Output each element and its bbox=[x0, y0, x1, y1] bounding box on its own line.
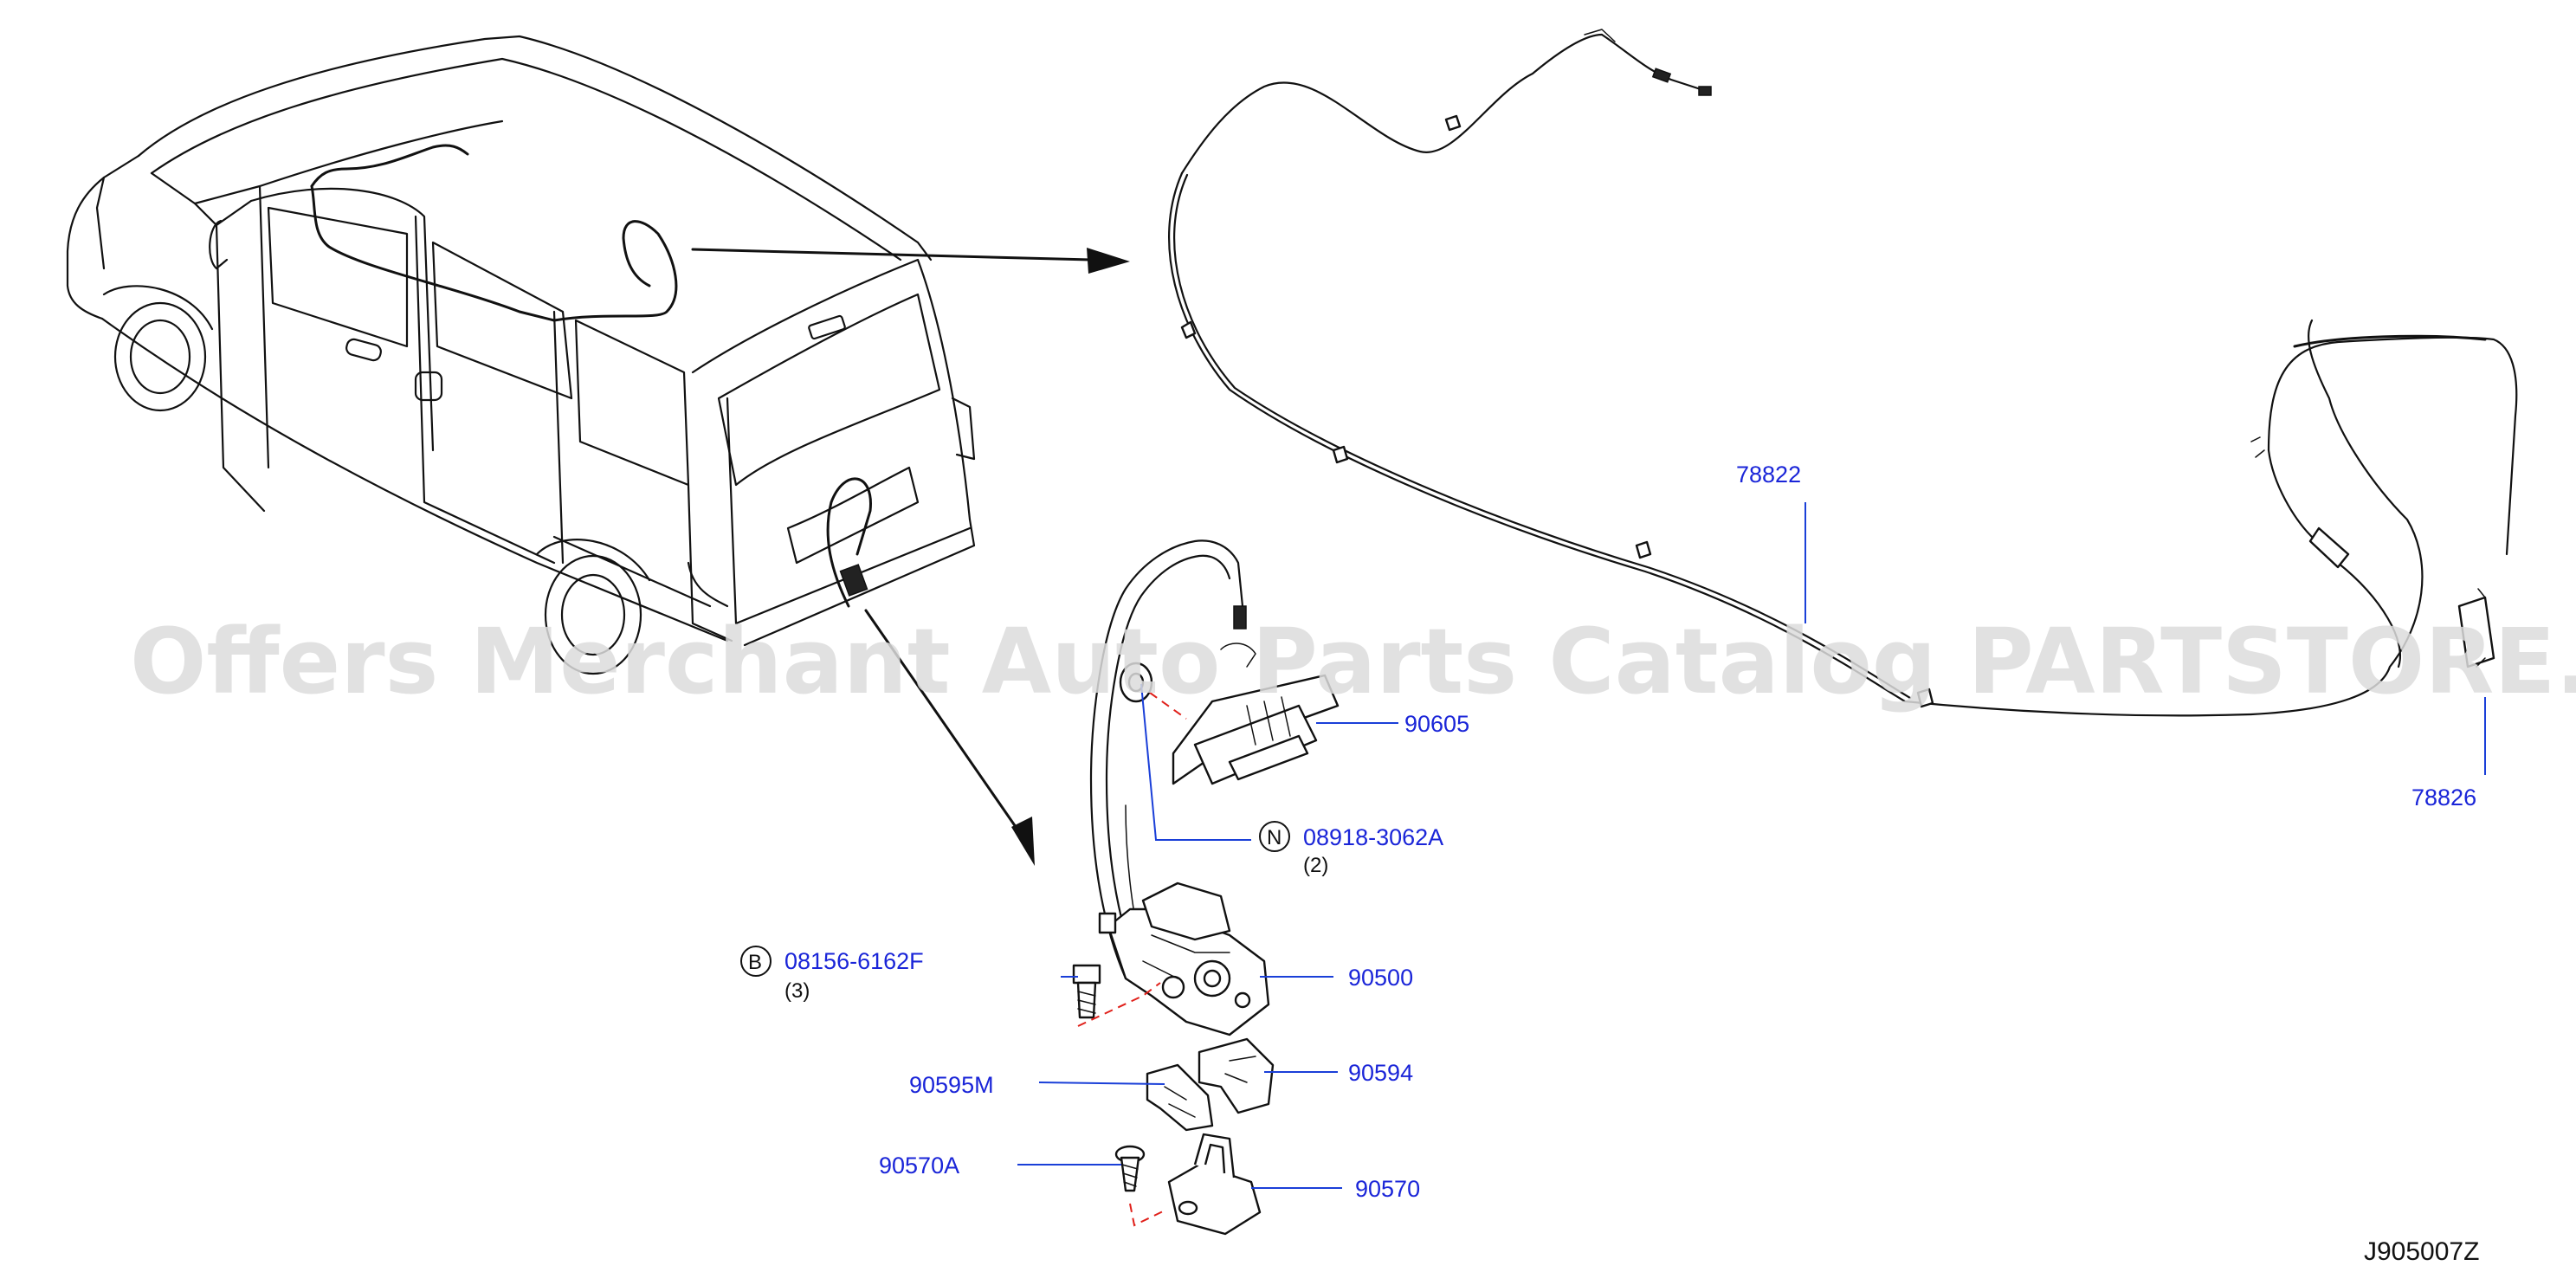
callout-letter-n: N bbox=[1267, 826, 1282, 849]
label-08918-3062a[interactable]: 08918-3062A bbox=[1303, 824, 1443, 850]
cable-78822 bbox=[1167, 29, 2518, 717]
label-78826[interactable]: 78826 bbox=[2411, 785, 2476, 810]
label-90595m[interactable]: 90595M bbox=[909, 1072, 994, 1098]
van-illustration bbox=[66, 35, 976, 675]
label-90605[interactable]: 90605 bbox=[1404, 711, 1469, 737]
part-labels: 78822 78826 90605 N 08918-3062A (2) B 08… bbox=[740, 462, 2476, 1202]
qty-08918-3062a: (2) bbox=[1303, 854, 1328, 877]
diagram-code: J905007Z bbox=[2364, 1237, 2479, 1266]
leader-lines bbox=[1017, 502, 2486, 1189]
callout-letter-b: B bbox=[748, 951, 762, 974]
label-90500[interactable]: 90500 bbox=[1348, 965, 1413, 991]
label-90594[interactable]: 90594 bbox=[1348, 1060, 1413, 1086]
label-78822[interactable]: 78822 bbox=[1736, 462, 1801, 488]
label-08156-6162f[interactable]: 08156-6162F bbox=[784, 948, 924, 974]
label-90570[interactable]: 90570 bbox=[1355, 1176, 1420, 1202]
screw-90570a bbox=[1114, 1145, 1146, 1192]
qty-08156-6162f: (3) bbox=[784, 979, 810, 1003]
callout-circle-n bbox=[1259, 821, 1290, 852]
callout-arrows bbox=[691, 248, 1130, 866]
bolt-08156-6162f bbox=[1072, 964, 1101, 1019]
callout-circle-b bbox=[740, 946, 772, 977]
label-90570a[interactable]: 90570A bbox=[879, 1153, 959, 1178]
watermark: Offers Merchant Auto Parts Catalog PARTS… bbox=[130, 609, 2576, 714]
lock-assembly bbox=[1072, 539, 1340, 1236]
